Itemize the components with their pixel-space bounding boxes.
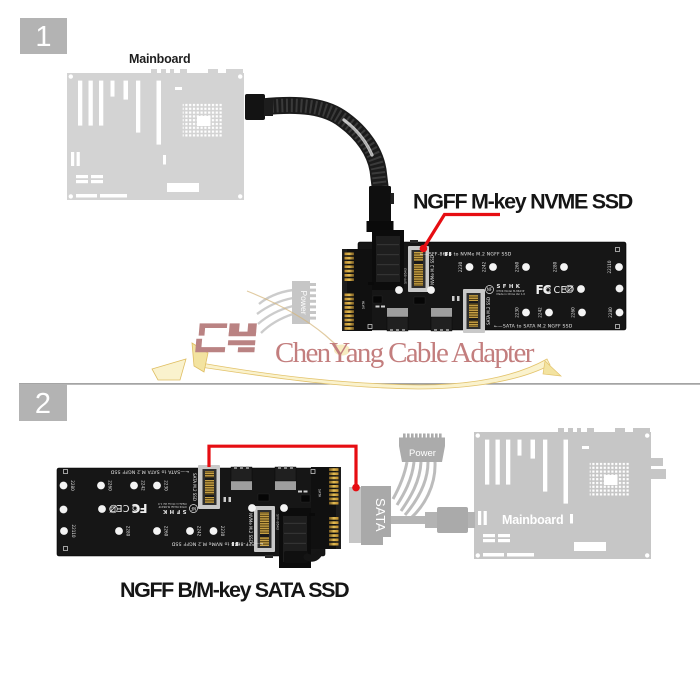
power-pin-tooth bbox=[310, 294, 316, 298]
sata-block-notch bbox=[383, 537, 391, 545]
sata-plug-large bbox=[437, 507, 468, 533]
power-plug-body bbox=[399, 437, 445, 462]
power-wire bbox=[409, 461, 437, 520]
callout-2-text: NGFF B/M-key SATA SSD bbox=[120, 578, 349, 602]
power-pin-tooth bbox=[310, 311, 316, 314]
ribbon-fold-right bbox=[542, 360, 563, 377]
power-wire bbox=[260, 312, 294, 334]
cable-plug-lip bbox=[366, 221, 394, 232]
step-1-badge bbox=[20, 18, 67, 54]
cable-braid bbox=[261, 98, 388, 195]
sata-cable-ghost bbox=[391, 507, 475, 533]
cable-plug-neck bbox=[264, 99, 273, 116]
mainboard-1 bbox=[67, 69, 244, 200]
power-pin-tooth bbox=[419, 433, 422, 439]
cable-plug-pcb-end bbox=[369, 186, 391, 232]
sata-drive-block: SATA bbox=[349, 486, 391, 545]
power-pin-tooth bbox=[431, 433, 434, 439]
sas-cable bbox=[245, 94, 394, 232]
callout-1-text: NGFF M-key NVME SSD bbox=[413, 190, 633, 214]
power-pin-tooth bbox=[310, 299, 316, 303]
watermark: CY ChenYang Cable Adapter bbox=[151, 290, 563, 390]
step-1-number: 1 bbox=[35, 21, 51, 53]
power-pin-tooth bbox=[435, 433, 438, 439]
mainboard-label-1: Mainboard bbox=[129, 52, 190, 66]
power-pin-tooth bbox=[415, 433, 418, 439]
step-2-number: 2 bbox=[35, 388, 51, 420]
ribbon-tail bbox=[151, 358, 187, 381]
sata-block-edge bbox=[349, 487, 361, 543]
power-wire bbox=[257, 304, 294, 325]
power-wire bbox=[258, 288, 294, 305]
cable-plug-mainboard-end bbox=[245, 94, 265, 120]
mainboard-2-port-tab bbox=[650, 469, 666, 479]
cable-plug-latch bbox=[390, 193, 394, 204]
power-wire bbox=[403, 461, 430, 516]
sata-block-label: SATA bbox=[373, 498, 388, 532]
callout-2: NGFF B/M-key SATA SSD bbox=[120, 444, 360, 602]
power-pin-tooth bbox=[439, 433, 442, 439]
power-pin-tooth bbox=[407, 433, 410, 439]
power-wire bbox=[395, 461, 416, 506]
sata-block-body bbox=[361, 486, 391, 545]
power-pin-tooth bbox=[310, 288, 316, 292]
power-ghost-label: Power bbox=[299, 290, 309, 314]
cy-logo-stroke bbox=[247, 323, 257, 333]
watermark-blob bbox=[334, 344, 350, 356]
mainboard-2 bbox=[474, 428, 651, 559]
power-pin-tooth bbox=[310, 305, 316, 309]
cy-logo: CY bbox=[195, 323, 257, 353]
watermark-ribbon bbox=[199, 358, 551, 390]
callout-2-line bbox=[207, 444, 358, 485]
callout-2-dot bbox=[352, 483, 360, 492]
cy-logo-stroke bbox=[227, 340, 256, 346]
mainboard-2-port-tab bbox=[650, 458, 663, 466]
sata-plug-small bbox=[425, 512, 437, 528]
power-label-2: Power bbox=[409, 448, 436, 459]
sata-plug-nose bbox=[468, 512, 475, 528]
cy-logo-stroke bbox=[237, 347, 255, 353]
step-2-badge bbox=[19, 384, 67, 421]
power-connector-2: Power bbox=[391, 433, 445, 520]
callout-1-dot bbox=[419, 244, 428, 253]
power-wire bbox=[391, 461, 409, 500]
power-ghost-body bbox=[292, 281, 310, 324]
cy-logo-stroke bbox=[228, 331, 257, 337]
sas-stub-2 bbox=[284, 551, 322, 563]
callout-1: NGFF M-key NVME SSD bbox=[413, 190, 634, 253]
adapter-card-1 bbox=[341, 229, 627, 334]
power-wire bbox=[256, 296, 294, 315]
section-2: 2 Mainboard Power bbox=[19, 384, 666, 602]
section-1: 1 Mainboard bbox=[20, 18, 634, 334]
power-pin-tooth bbox=[403, 433, 406, 439]
cy-logo-stroke bbox=[195, 338, 226, 353]
power-pin-tooth bbox=[411, 433, 414, 439]
cy-logo-stroke bbox=[198, 323, 228, 336]
power-pin-tooth bbox=[427, 433, 430, 439]
power-pin-tooth bbox=[423, 433, 426, 439]
power-plug-teeth bbox=[403, 433, 442, 439]
watermark-text: ChenYang Cable Adapter bbox=[275, 337, 535, 369]
sas-stub-plug bbox=[284, 551, 308, 563]
power-connector-ghost: Power bbox=[256, 281, 316, 334]
callout-1-line bbox=[422, 212, 500, 249]
power-wire bbox=[399, 461, 423, 512]
mainboard-label-2: Mainboard bbox=[502, 513, 563, 527]
sas-stub-cable bbox=[303, 551, 322, 562]
cable-shine-minor bbox=[348, 124, 373, 156]
power-pin-tooth bbox=[310, 316, 316, 320]
power-pin-tooth bbox=[310, 283, 316, 286]
